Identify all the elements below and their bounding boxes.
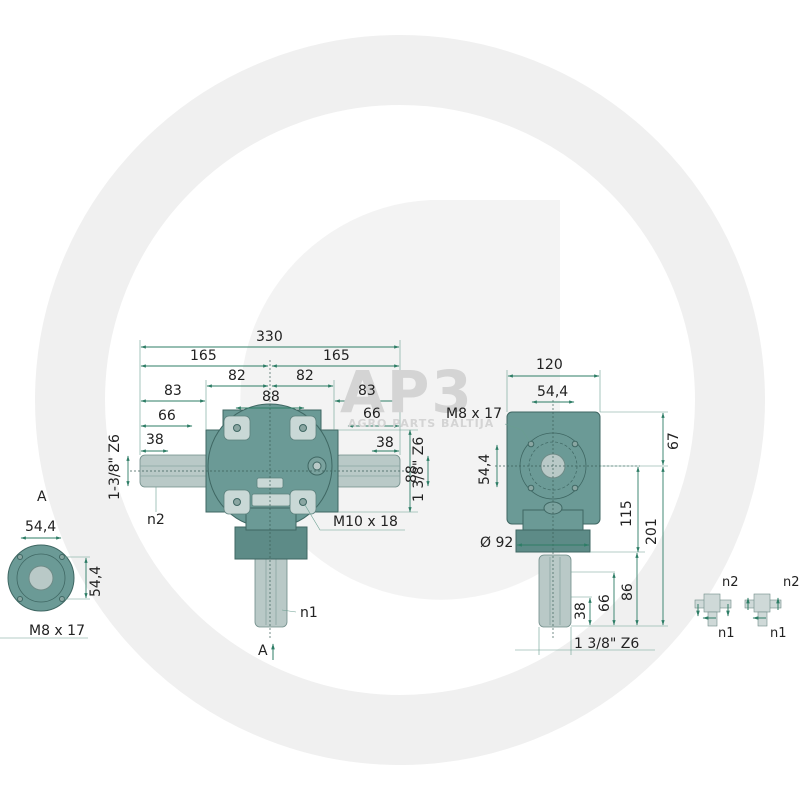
view-a-height: 54,4 [88, 565, 104, 597]
watermark-text: AP3 [340, 358, 474, 426]
side-bolt-spec: M8 x 17 [446, 406, 502, 422]
side-bolt-spacing-h: 54,4 [537, 384, 569, 400]
label-n2: n2 [147, 512, 165, 528]
view-a-marker: A [258, 643, 268, 659]
dim-201: 201 [644, 518, 660, 545]
dim-38: 38 [573, 602, 589, 620]
label-n1: n1 [300, 605, 318, 621]
rot2-n2: n2 [783, 575, 800, 590]
side-overall-width: 120 [536, 357, 563, 373]
dim-flange-right: 82 [296, 368, 314, 384]
bolt-spec-m10: M10 x 18 [333, 514, 398, 530]
rot1-n1: n1 [718, 626, 735, 641]
dim-height-88: 88 [404, 465, 420, 483]
rot1-n2: n2 [722, 575, 739, 590]
dim-overall-width: 330 [256, 329, 283, 345]
view-a-title: A [37, 489, 47, 505]
left-shaft-spec: 1-3/8" Z6 [107, 434, 123, 500]
dim-shaft-left-83: 83 [164, 383, 182, 399]
dim-86: 86 [620, 583, 636, 601]
view-a-bolt-spec: M8 x 17 [29, 623, 85, 639]
rotation-diagram-2 [744, 593, 782, 627]
dim-67: 67 [666, 432, 682, 450]
dim-115: 115 [619, 500, 635, 527]
bottom-shaft [254, 554, 288, 628]
side-diameter: Ø 92 [480, 535, 514, 551]
dim-shaft-left-38: 38 [146, 432, 164, 448]
side-bolt-spacing-v: 54,4 [477, 453, 493, 485]
rot2-n1: n1 [770, 626, 787, 641]
watermark-subtitle: AGRO PARTS BALTIJA [348, 417, 495, 430]
rotation-diagram-1 [694, 593, 732, 627]
view-a-width: 54,4 [25, 519, 57, 535]
dim-shaft-right-83: 83 [358, 383, 376, 399]
front-view [126, 340, 430, 660]
dim-shaft-right-38: 38 [376, 435, 394, 451]
dim-shaft-left-66: 66 [158, 408, 176, 424]
side-view [495, 370, 668, 655]
dim-bolt-spacing: 88 [262, 389, 280, 405]
dim-half-right: 165 [323, 348, 350, 364]
dim-flange-left: 82 [228, 368, 246, 384]
dim-half-left: 165 [190, 348, 217, 364]
side-shaft-spec: 1 3/8" Z6 [574, 636, 640, 652]
dim-shaft-right-66: 66 [363, 406, 381, 422]
view-a [0, 536, 90, 639]
dim-66: 66 [597, 594, 613, 612]
